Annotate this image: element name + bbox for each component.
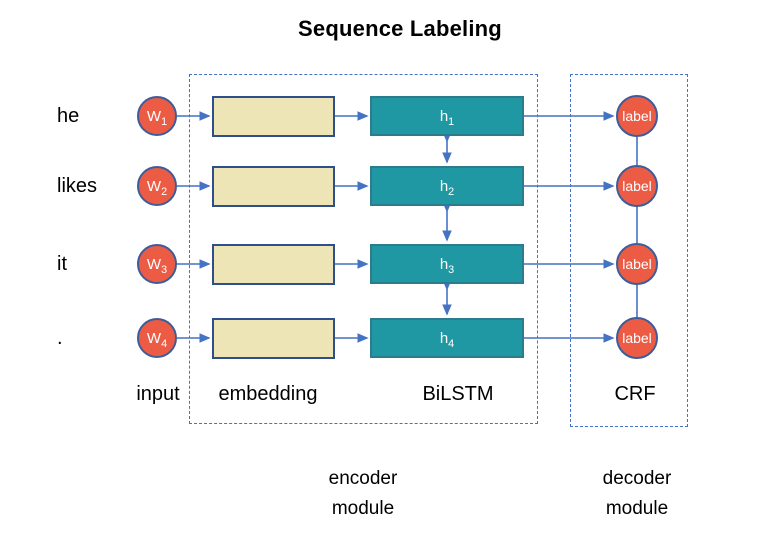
crf-label-node: label (616, 165, 658, 207)
decoder-caption-line2: module (605, 498, 669, 519)
word-node-label: W3 (146, 255, 168, 276)
embedding-box (212, 166, 335, 207)
hidden-state-label: h1 (439, 107, 455, 128)
decoder-module-box (570, 74, 688, 427)
word-node-label: W2 (146, 177, 168, 198)
encoder-caption-line1: encoder (328, 468, 398, 489)
column-label-bilstm: BiLSTM (422, 383, 494, 405)
hidden-state-label: h3 (439, 255, 455, 276)
word-node-label: W4 (146, 329, 168, 350)
hidden-state-label: h2 (439, 177, 455, 198)
embedding-box (212, 318, 335, 359)
bilstm-hidden-box: h3 (370, 244, 524, 284)
diagram-title: Sequence Labeling (298, 16, 502, 41)
crf-label-node: label (616, 317, 658, 359)
input-word: he (57, 105, 80, 127)
column-label-crf: CRF (614, 383, 656, 405)
word-node-label: W1 (146, 107, 168, 128)
crf-label-text: label (622, 256, 652, 272)
embedding-box (212, 96, 335, 137)
crf-label-node: label (616, 243, 658, 285)
embedding-box (212, 244, 335, 285)
decoder-caption-line1: decoder (602, 468, 672, 489)
encoder-module-caption: encoder module (329, 464, 398, 524)
encoder-module-box (189, 74, 538, 424)
bilstm-hidden-box: h1 (370, 96, 524, 136)
crf-label-text: label (622, 108, 652, 124)
crf-label-text: label (622, 330, 652, 346)
word-node: W2 (137, 166, 177, 206)
word-node: W3 (137, 244, 177, 284)
crf-label-text: label (622, 178, 652, 194)
hidden-state-label: h4 (439, 329, 455, 350)
input-word: it (57, 253, 67, 275)
input-word: likes (57, 175, 98, 197)
crf-label-node: label (616, 95, 658, 137)
bilstm-hidden-box: h4 (370, 318, 524, 358)
column-label-input: input (136, 383, 180, 405)
decoder-module-caption: decoder module (603, 464, 672, 524)
input-word: . (57, 327, 63, 349)
bilstm-hidden-box: h2 (370, 166, 524, 206)
word-node: W1 (137, 96, 177, 136)
column-label-embedding: embedding (218, 383, 318, 405)
word-node: W4 (137, 318, 177, 358)
encoder-caption-line2: module (331, 498, 395, 519)
row-arrows (177, 111, 615, 343)
